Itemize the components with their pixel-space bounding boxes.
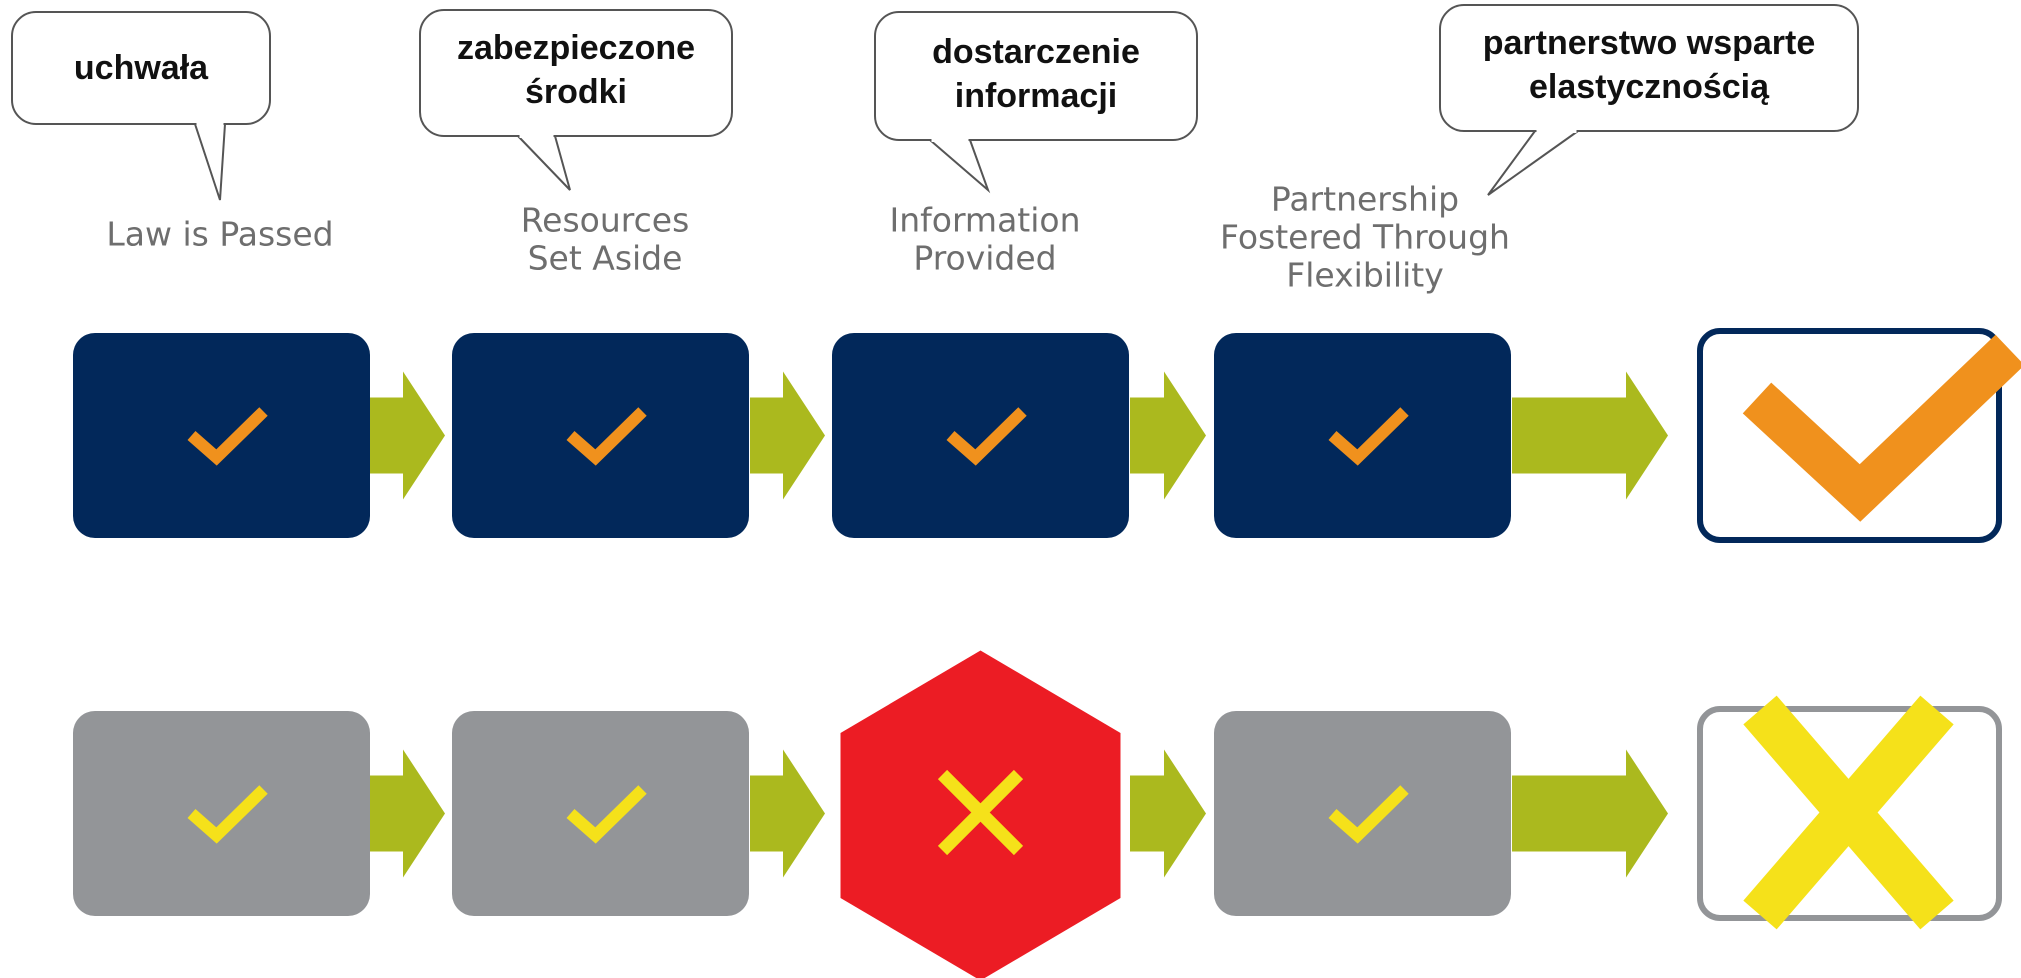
stage-label: Information — [889, 201, 1080, 240]
callout-text: środki — [525, 73, 627, 111]
step-box-shape — [452, 333, 749, 538]
stage-label: Partnership — [1271, 180, 1459, 219]
process-rows — [73, 328, 2021, 978]
outcome-frame — [1697, 328, 2002, 543]
stage-label: Fostered Through — [1220, 218, 1510, 257]
flow-arrow — [370, 749, 445, 878]
step-box-shape — [1214, 333, 1511, 538]
process-row — [73, 650, 2002, 978]
big-x-icon — [1743, 695, 1954, 930]
callout-tail — [929, 139, 991, 194]
callout-text: informacji — [955, 77, 1117, 115]
callout-text: uchwała — [74, 49, 209, 87]
flow-arrow — [750, 749, 825, 878]
callout-text: elastycznością — [1529, 68, 1770, 106]
step-box-shape — [1214, 711, 1511, 916]
process-row — [73, 328, 2021, 543]
callout-tail — [517, 135, 571, 191]
step-box — [73, 333, 370, 538]
step-box-shape — [73, 333, 370, 538]
callout-box — [1439, 4, 1859, 132]
flow-arrow — [1130, 371, 1206, 500]
step-box — [452, 711, 749, 916]
check-icon — [946, 407, 1027, 466]
callout-tail — [1487, 130, 1579, 196]
step-box-shape — [832, 333, 1129, 538]
check-icon — [187, 407, 268, 466]
step-box — [73, 711, 370, 916]
big-check-icon — [1742, 334, 2021, 522]
step-box — [832, 333, 1129, 538]
step-box — [1214, 333, 1511, 538]
stage-label: Resources — [521, 201, 690, 240]
check-icon — [1328, 785, 1409, 844]
callout-bubble: partnerstwo wsparte elastycznością — [1439, 4, 1859, 196]
outcome-box — [1697, 328, 2021, 543]
check-icon — [566, 785, 647, 844]
flow-arrow — [750, 371, 825, 500]
check-icon — [566, 407, 647, 466]
callout-tail — [194, 123, 226, 201]
callout-text: partnerstwo wsparte — [1483, 24, 1816, 62]
callout-text: dostarczenie — [932, 33, 1140, 71]
stage-label: Flexibility — [1286, 256, 1444, 295]
callout-text: zabezpieczone — [457, 29, 695, 67]
callout-box — [874, 11, 1198, 141]
flow-arrow — [1512, 749, 1668, 878]
outcome-box — [1697, 695, 2002, 930]
x-icon — [937, 769, 1024, 856]
flow-arrow — [1130, 749, 1206, 878]
step-box — [452, 333, 749, 538]
callout-box — [419, 9, 733, 137]
callout-bubble: zabezpieczone środki — [419, 9, 733, 191]
callouts: uchwała zabezpieczone środki dostarczenie in… — [11, 4, 1859, 201]
step-box-shape — [452, 711, 749, 916]
flow-arrow — [370, 371, 445, 500]
check-icon — [1328, 407, 1409, 466]
callout-bubble: dostarczenie informacji — [874, 11, 1198, 194]
stage-label: Set Aside — [528, 239, 683, 278]
flow-arrow — [1512, 371, 1668, 500]
check-icon — [187, 785, 268, 844]
callout-bubble: uchwała — [11, 11, 271, 201]
stage-label: Provided — [913, 239, 1056, 278]
stage-label: Law is Passed — [106, 215, 333, 254]
callout-box — [11, 11, 271, 125]
step-box — [1214, 711, 1511, 916]
step-box-shape — [73, 711, 370, 916]
step-box — [840, 650, 1121, 978]
